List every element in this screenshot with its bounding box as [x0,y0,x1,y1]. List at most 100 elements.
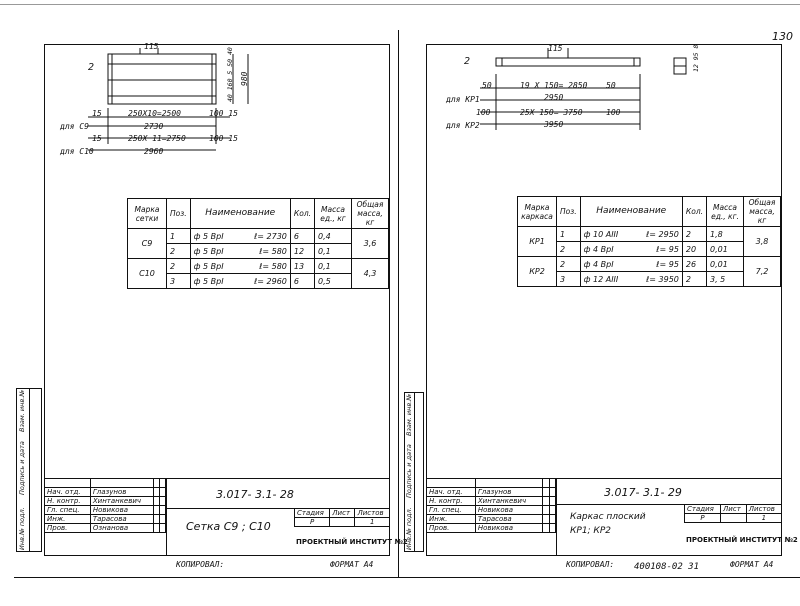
stage-header: Стадия [683,504,722,514]
cell-name: ф 4 ВрI [579,241,633,257]
left-dim-right: 40 160 5 50 40 [226,47,234,102]
table-row: КР2 2 ф 4 ВрI ℓ= 95 26 0,01 7,2 [517,256,781,287]
cell-name: ф 5 ВрI [189,228,239,244]
table-header-row: Марка сетки Поз. Наименование Кол. Масса… [127,198,389,229]
table-row: С10 2 ф 5 ВрI ℓ= 580 13 0,1 4,3 [127,258,389,289]
cell-qty: 2 [681,271,708,287]
left-footer-copy: КОПИРОВАЛ: [176,560,225,569]
left-dim-15a: 15 [92,109,102,118]
right-dim-50b: 50 [606,81,616,90]
cell-pos: 2 [556,256,581,272]
right-side-stamp [404,392,424,552]
staff-name: Новикова [474,505,544,515]
sheet-value [720,513,747,523]
right-dim-100a: 100 [476,108,491,117]
right-doc-code: 3.017- 3.1- 29 [604,486,682,499]
cell-name: ф 10 АIII [579,226,633,242]
sheet-header: Лист [720,504,747,514]
staff-role: Н. контр. [426,496,476,506]
stage-value: Р [293,517,331,527]
staff-name: Ознанова [89,523,155,533]
left-side-label-1: Взам. инв.№ [18,389,26,432]
left-spec-table: Марка сетки Поз. Наименование Кол. Масса… [127,198,389,289]
right-dim-25x150: 25X 150= 3750 [520,108,583,117]
cell-mass: 0,4 [314,228,352,244]
right-side-label-1: Взам. инв.№ [405,393,413,436]
cell-mass: 0,01 [706,256,744,272]
col-header-name: Наименование [579,196,683,227]
cell-mark: КР1 [517,226,557,257]
staff-name: Тарасова [89,514,155,524]
left-side-stamp [16,388,42,552]
table-row: 3 ф 5 ВрI ℓ= 2960 6 0,5 [128,273,389,289]
cell-pos: 2 [166,243,191,259]
col-header-name: Наименование [189,198,291,229]
staff-name: Новикова [89,505,155,515]
stage-header: Стадия [293,508,331,518]
cell-pos: 1 [166,228,191,244]
left-side-label-3: Инв.№ подл. [18,507,26,550]
left-staff-table: Нач. отд.Глазунов Н. контр.Хинтанкевич Г… [44,478,166,533]
sheets-value: 1 [745,513,783,523]
right-kp2-total: 3950 [544,120,564,129]
right-footer-copy: КОПИРОВАЛ: [566,560,615,569]
staff-role: Пров. [44,523,91,533]
page-center-fold [398,30,399,578]
right-label-2: 2 [464,56,471,67]
staff-name: Хинтанкевич [474,496,544,506]
staff-row: Гл. спец.Новикова [426,505,557,515]
right-tb-divider-v [556,478,557,556]
staff-row: Пров.Новикова [426,523,557,533]
left-org-name: ПРОЕКТНЫЙ ИНСТИТУТ №2 [296,538,408,546]
staff-name: Хинтанкевич [89,496,155,506]
cell-len: ℓ= 2960 [238,273,291,289]
staff-row: Инж.Тарасова [426,514,557,524]
cell-qty: 6 [289,228,316,244]
left-c10-total: 2960 [144,147,164,156]
left-tb-divider-v [166,478,167,556]
cell-len: ℓ= 2730 [238,228,291,244]
col-header-mass: Масса ед., кг [314,198,352,229]
col-header-mark: Марка каркаса [517,196,557,227]
right-label-kp2: для КР2 [446,121,480,130]
right-kp1-total: 2950 [544,93,564,102]
cell-qty: 2 [681,226,708,242]
cell-qty: 6 [289,273,316,289]
cell-mark: КР2 [517,256,557,287]
cell-mass: 0,01 [706,241,744,257]
left-dim-100-15: 100 15 [209,109,238,118]
right-side-label-2: Подпись и дата [405,444,413,498]
cell-mass: 0,1 [314,243,352,259]
cell-pos: 3 [556,271,581,287]
cell-qty: 13 [289,258,316,274]
cell-pos: 2 [556,241,581,257]
left-dim-250x10: 250X10=2500 [128,109,181,118]
cell-len: ℓ= 3950 [632,271,683,287]
cell-total: 3,8 [743,226,781,257]
cell-total: 4,3 [351,258,389,289]
col-header-pos: Поз. [556,196,581,227]
staff-role: Гл. спец. [426,505,476,515]
cell-mark: С9 [127,228,167,259]
cell-pos: 1 [556,226,581,242]
cell-len: ℓ= 95 [632,256,683,272]
staff-row: Нач. отд.Глазунов [44,487,166,497]
cell-len: ℓ= 580 [238,258,291,274]
stage-value: Р [683,513,722,523]
cell-len: ℓ= 95 [632,241,683,257]
sheets-header: Листов [354,508,390,518]
right-label-kp1: для КР1 [446,95,480,104]
cell-mark: С10 [127,258,167,289]
cell-total: 3,6 [351,228,389,259]
left-dim-side: 980 [240,71,249,86]
right-doc-title-2: КР1; КР2 [570,526,611,536]
staff-name: Тарасова [474,514,544,524]
right-sec-dims: 12 95 8 [692,44,700,72]
col-header-total: Общая масса, кг [743,196,781,227]
page-number: 130 [772,30,793,43]
cell-mass: 3, 5 [706,271,744,287]
right-spec-table: Марка каркаса Поз. Наименование Кол. Мас… [517,196,781,287]
cell-name: ф 12 АIII [579,271,633,287]
staff-role: Инж. [44,514,91,524]
